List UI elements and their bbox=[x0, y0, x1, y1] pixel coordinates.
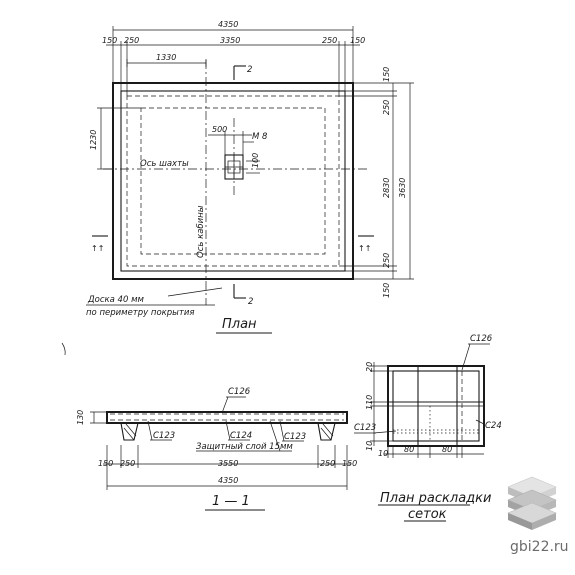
section-middle-dim: 3550 bbox=[218, 459, 238, 468]
section-c123-left-label: С123 bbox=[153, 431, 175, 441]
hole-size-dim: 100 bbox=[251, 153, 260, 168]
section-mark-bottom: 2 bbox=[248, 297, 253, 307]
section-title: 1 — 1 bbox=[212, 494, 250, 509]
section-height-dim: 130 bbox=[76, 410, 85, 425]
section-right-inner-dim: 250 bbox=[320, 459, 335, 468]
mesh-dim-10-bottom: 10 bbox=[378, 449, 388, 458]
plan-overall-height-dim: 3630 bbox=[398, 178, 407, 198]
watermark-text: gbi22.ru bbox=[510, 539, 569, 555]
board-label-line2: по периметру покрытия bbox=[86, 308, 194, 318]
section-c124-label: С124 bbox=[230, 431, 252, 441]
plan-right-top-inner-dim: 250 bbox=[382, 100, 391, 115]
section-left-edge-dim: 150 bbox=[98, 459, 113, 468]
section-c126-label: С126 bbox=[228, 387, 251, 397]
hole-width-dim: 500 bbox=[212, 125, 227, 134]
section-mark-top: 2 bbox=[247, 65, 252, 75]
plan-rebar-dashed-outer bbox=[126, 95, 340, 267]
plan-rebar-dashed-inner bbox=[140, 107, 326, 255]
mesh-title-line1: План раскладки bbox=[380, 491, 491, 506]
anchor-label: M 8 bbox=[252, 132, 268, 142]
section-cover-label: Защитный слой 15мм bbox=[196, 442, 293, 452]
mesh-c123-label: С123 bbox=[354, 423, 376, 433]
section-view: 130 С126 С123 С124 С123 Защитный слой 15… bbox=[76, 387, 357, 511]
mesh-dim-10-left: 10 bbox=[365, 441, 374, 451]
cab-axis-label: Ось кабины bbox=[196, 205, 206, 258]
plan-title: План bbox=[222, 317, 257, 332]
section-right-edge-dim: 150 bbox=[342, 459, 357, 468]
plan-top-middle-dim: 3350 bbox=[220, 36, 240, 45]
plan-overall-width-dim: 4350 bbox=[218, 20, 238, 29]
plan-view: 500 M 8 100 2 2 ↑↑ ↑↑ Ось шахты Ось каби… bbox=[86, 20, 414, 334]
plan-offset-dim: 1330 bbox=[156, 53, 176, 62]
board-label-line1: Доска 40 мм bbox=[87, 295, 144, 305]
right-support bbox=[317, 422, 336, 441]
brand-logo-icon bbox=[507, 476, 557, 530]
section-left-inner-dim: 250 bbox=[120, 459, 135, 468]
left-support bbox=[120, 422, 139, 441]
shaft-axis-label: Ось шахты bbox=[140, 159, 189, 169]
plan-top-right-edge-dim: 150 bbox=[350, 36, 365, 45]
mesh-dim-80-b: 80 bbox=[442, 445, 452, 454]
mesh-title-line2: сеток bbox=[408, 507, 447, 522]
stray-mark bbox=[61, 342, 66, 356]
mesh-c126-label: С126 bbox=[470, 334, 493, 344]
plan-left-offset-dim: 1230 bbox=[89, 130, 98, 150]
mesh-dim-20: 20 bbox=[365, 362, 374, 372]
plan-outer-outline bbox=[112, 82, 354, 280]
section-arrow-left: ↑↑ bbox=[91, 244, 104, 253]
plan-top-right-inner-dim: 250 bbox=[322, 36, 337, 45]
plan-top-left-edge-dim: 150 bbox=[102, 36, 117, 45]
plan-right-middle-dim: 2830 bbox=[382, 178, 391, 198]
section-overall-dim: 4350 bbox=[218, 476, 238, 485]
section-c123-right-label: С123 bbox=[284, 432, 306, 442]
mesh-c124-label: С24 bbox=[485, 421, 502, 431]
section-slab bbox=[106, 411, 348, 424]
plan-right-top-edge-dim: 150 bbox=[382, 67, 391, 82]
mesh-dim-110: 110 bbox=[365, 395, 374, 410]
mesh-dim-80-a: 80 bbox=[404, 445, 414, 454]
mesh-plan: С126 С123 С24 20 110 10 10 80 80 План ра… bbox=[354, 334, 502, 522]
plan-board-inner-outline bbox=[120, 90, 346, 272]
plan-right-bottom-edge-dim: 150 bbox=[382, 283, 391, 298]
plan-top-left-inner-dim: 250 bbox=[124, 36, 139, 45]
section-arrow-right: ↑↑ bbox=[358, 244, 371, 253]
plan-right-bottom-inner-dim: 250 bbox=[382, 253, 391, 268]
